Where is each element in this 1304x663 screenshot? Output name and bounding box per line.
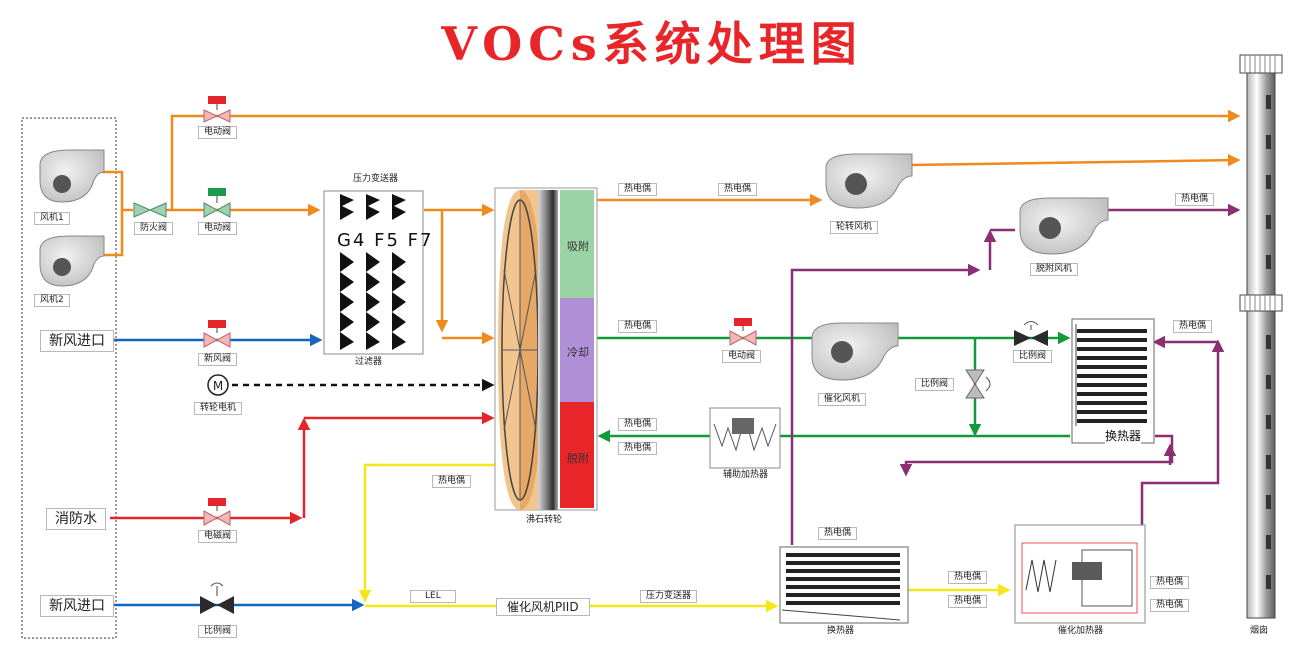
fresh-air-inlet-1-label: 新风进口 <box>40 330 114 352</box>
catalytic-fan <box>811 322 899 381</box>
svg-text:M: M <box>213 379 223 393</box>
thermocouple-c2-label: 热电偶 <box>1150 599 1190 612</box>
pressure-transmitter-bottom-label: 压力变送器 <box>640 590 698 603</box>
ratio-valve-bottom-icon <box>200 582 234 614</box>
wheel-motor-label: 转轮电机 <box>194 402 243 415</box>
desorption-pipes <box>790 203 1241 545</box>
ratio-valve-mid-icon <box>965 369 991 399</box>
catalytic-fan-pid-label: 催化风机PIID <box>496 598 590 616</box>
thermocouple-c1-label: 热电偶 <box>1150 576 1190 589</box>
aux-heater-body <box>709 407 781 469</box>
thermocouple-hx-label: 热电偶 <box>1173 320 1213 333</box>
thermocouple-ret1-label: 热电偶 <box>618 418 658 431</box>
fan-2 <box>39 235 105 287</box>
chimney-label: 烟囱 <box>1250 626 1269 636</box>
catalytic-fan-label: 催化风机 <box>818 393 867 406</box>
chimney <box>1239 54 1283 619</box>
catalytic-heater-label: 催化加热器 <box>1058 626 1104 636</box>
heat-exchanger-right-body <box>1071 318 1155 444</box>
filter-label: 过滤器 <box>355 357 383 367</box>
fan-1 <box>39 149 105 203</box>
filter-unit <box>323 190 424 355</box>
electric-valve-mid-label: 电动阀 <box>198 222 238 235</box>
pressure-transmitter-top-label: 压力变送器 <box>353 174 399 184</box>
aux-heater-label: 辅助加热器 <box>723 470 769 480</box>
fire-valve-label: 防火阀 <box>134 222 174 235</box>
thermocouple-b-label: 热电偶 <box>718 183 758 196</box>
thermocouple-cool-label: 热电偶 <box>618 320 658 333</box>
lel-label: LEL <box>410 590 456 603</box>
fan-2-label: 风机2 <box>34 294 70 307</box>
ratio-valve-bottom-label: 比例阀 <box>198 625 238 638</box>
wheel-fan-label: 轮转风机 <box>830 221 879 234</box>
fresh-air-valve-label: 新风阀 <box>198 353 238 366</box>
ratio-valve-right-icon <box>1014 321 1048 346</box>
zone-adsorb-label: 吸附 <box>567 240 589 253</box>
ratio-valve-right-label: 比例阀 <box>1013 350 1053 363</box>
filter-grades-label: G4 F5 F7 <box>337 230 434 251</box>
electric-valve-cool-label: 电动阀 <box>722 350 762 363</box>
electric-valve-top-icon <box>203 96 231 123</box>
wheel-motor-icon: M <box>207 374 229 396</box>
thermocouple-y1-label: 热电偶 <box>948 571 988 584</box>
thermocouple-yellow-label: 热电偶 <box>432 475 472 488</box>
fan-1-label: 风机1 <box>34 212 70 225</box>
zone-desorb-label: 脱附 <box>567 452 589 465</box>
desorb-fan <box>1019 197 1109 255</box>
page-title: VOCs系统处理图 <box>441 17 863 71</box>
fire-valve-icon <box>133 202 167 218</box>
fresh-air-pipes <box>110 333 365 612</box>
fire-water-label: 消防水 <box>46 508 106 530</box>
heat-exchanger-right-label: 换热器 <box>1105 427 1142 444</box>
thermocouple-hx2-label: 热电偶 <box>818 527 858 540</box>
heat-exchanger-bottom-label: 换热器 <box>827 626 855 636</box>
wheel-fan <box>825 153 913 209</box>
zeolite-wheel-label: 沸石转轮 <box>526 515 563 525</box>
thermocouple-a-label: 热电偶 <box>618 183 658 196</box>
thermocouple-ret2-label: 热电偶 <box>618 442 658 455</box>
exhaust-pipes <box>102 109 1241 345</box>
electric-valve-top-label: 电动阀 <box>198 126 238 139</box>
solenoid-valve-icon <box>203 498 231 526</box>
desorb-fan-label: 脱附风机 <box>1030 263 1079 276</box>
thermocouple-y2-label: 热电偶 <box>948 595 988 608</box>
heat-exchanger-bottom-body <box>779 546 909 624</box>
zone-cool-label: 冷却 <box>567 346 589 359</box>
electric-valve-cool-icon <box>729 318 757 346</box>
solenoid-valve-label: 电磁阀 <box>198 530 238 543</box>
catalytic-heater-body <box>1014 524 1146 624</box>
fire-water-pipes <box>110 411 495 525</box>
fresh-air-inlet-2-label: 新风进口 <box>40 595 114 617</box>
thermocouple-stack-label: 热电偶 <box>1175 193 1215 206</box>
ratio-valve-mid-label: 比例阀 <box>915 378 955 391</box>
fresh-air-valve-icon <box>203 320 231 348</box>
electric-valve-mid-icon <box>203 188 231 218</box>
zeolite-wheel <box>494 187 598 511</box>
inlet-enclosure <box>21 117 117 639</box>
